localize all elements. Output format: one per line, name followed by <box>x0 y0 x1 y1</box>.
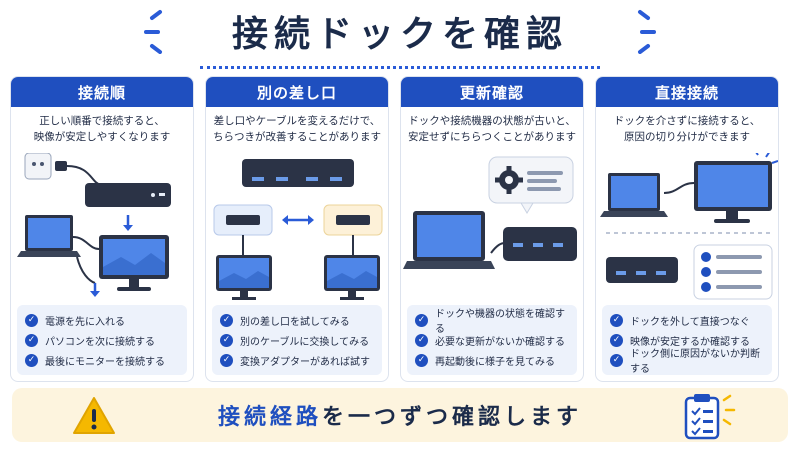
alternate-port-illustration <box>213 159 383 300</box>
banner-highlight: 接続経路 <box>217 405 322 430</box>
card-heading: 別の差し口 <box>206 77 388 107</box>
checklist: ✓ドックを外して直接つなぐ ✓映像が安定するか確認する ✓ドック側に原因がないか… <box>602 305 772 375</box>
card-description: 正しい順番で接続すると、 映像が安定しやすくなります <box>33 115 171 143</box>
monitor-icon <box>694 161 772 223</box>
card-update-check: 更新確認 ドックや接続機器の状態が古いと、 安定せずにちらつくことがあります <box>400 76 584 382</box>
check-icon: ✓ <box>220 313 233 327</box>
card-heading: 更新確認 <box>401 77 583 107</box>
check-icon: ✓ <box>415 313 428 327</box>
check-icon: ✓ <box>25 353 38 367</box>
banner-rest: を一つずつ確認します <box>322 405 583 430</box>
check-icon: ✓ <box>610 313 623 327</box>
check-icon: ✓ <box>220 333 233 347</box>
dock-device <box>242 159 354 187</box>
laptop-icon <box>403 211 495 269</box>
check-item: ✓パソコンを次に接続する <box>25 330 179 350</box>
card-connection-order: 接続順 正しい順番で接続すると、 映像が安定しやすくなります <box>10 76 194 382</box>
power-outlet-icon <box>24 153 67 180</box>
checklist-card-icon <box>693 244 773 300</box>
check-icon: ✓ <box>415 353 428 367</box>
title-divider <box>200 66 600 69</box>
card-description: 差し口やケーブルを変えるだけで、 ちらつきが改善することがあります <box>213 115 381 143</box>
card-heading: 接続順 <box>11 77 193 107</box>
check-item: ✓電源を先に入れる <box>25 310 179 330</box>
check-item: ✓再起動後に様子を見てみる <box>415 350 569 370</box>
laptop-icon <box>600 173 668 217</box>
check-icon: ✓ <box>610 333 623 347</box>
card-description: ドックや接続機器の状態が古いと、 安定せずにちらつくことがあります <box>408 115 576 143</box>
checklist: ✓電源を先に入れる ✓パソコンを次に接続する ✓最後にモニターを接続する <box>17 305 187 375</box>
check-item: ✓別の差し口を試してみる <box>220 310 374 330</box>
laptop-icon <box>17 215 81 257</box>
check-item: ✓変換アダプターがあれば試す <box>220 350 374 370</box>
dock-device <box>606 257 678 283</box>
monitor-icon <box>99 235 169 291</box>
check-icon: ✓ <box>220 353 233 367</box>
check-item: ✓別のケーブルに交換してみる <box>220 330 374 350</box>
monitor-icon <box>324 255 380 300</box>
check-item: ✓ドック側に原因がないか判断する <box>610 349 764 375</box>
check-icon: ✓ <box>415 333 428 347</box>
checklist: ✓ドックや機器の状態を確認する ✓必要な更新がないか確認する ✓再起動後に様子を… <box>407 305 577 375</box>
update-check-illustration <box>403 156 577 269</box>
bottom-banner: 接続経路を一つずつ確認します <box>12 388 788 442</box>
banner-message: 接続経路を一つずつ確認します <box>218 399 582 431</box>
check-icon: ✓ <box>25 313 38 327</box>
checklist: ✓別の差し口を試してみる ✓別のケーブルに交換してみる ✓変換アダプターがあれば… <box>212 305 382 375</box>
card-description: ドックを介さずに接続すると、 原因の切り分けができます <box>613 115 761 143</box>
check-icon: ✓ <box>25 333 38 347</box>
card-heading: 直接接続 <box>596 77 778 107</box>
warning-icon <box>73 397 115 434</box>
signal-icon <box>755 153 778 164</box>
dock-device <box>85 183 171 207</box>
check-item: ✓ドックや機器の状態を確認する <box>415 309 569 335</box>
dock-device <box>503 227 577 261</box>
card-alternate-port: 別の差し口 差し口やケーブルを変えるだけで、 ちらつきが改善することがあります <box>205 76 389 382</box>
checklist-icon <box>684 394 736 440</box>
gear-icon <box>495 166 523 194</box>
settings-bubble <box>488 156 574 214</box>
check-item: ✓必要な更新がないか確認する <box>415 330 569 350</box>
check-item: ✓最後にモニターを接続する <box>25 350 179 370</box>
page-title: 接続ドックを確認 <box>231 14 568 55</box>
card-direct-connection: 直接接続 ドックを介さずに接続すると、 原因の切り分けができます <box>595 76 779 382</box>
right-burst-icon <box>638 10 656 54</box>
direct-connection-illustration <box>600 153 778 300</box>
left-burst-icon <box>144 10 162 54</box>
check-item: ✓映像が安定するか確認する <box>610 330 764 350</box>
check-icon: ✓ <box>610 353 623 367</box>
check-item: ✓ドックを外して直接つなぐ <box>610 310 764 330</box>
connection-order-illustration <box>17 153 171 297</box>
monitor-icon <box>216 255 272 300</box>
title-area: 接続ドックを確認 <box>0 0 800 62</box>
